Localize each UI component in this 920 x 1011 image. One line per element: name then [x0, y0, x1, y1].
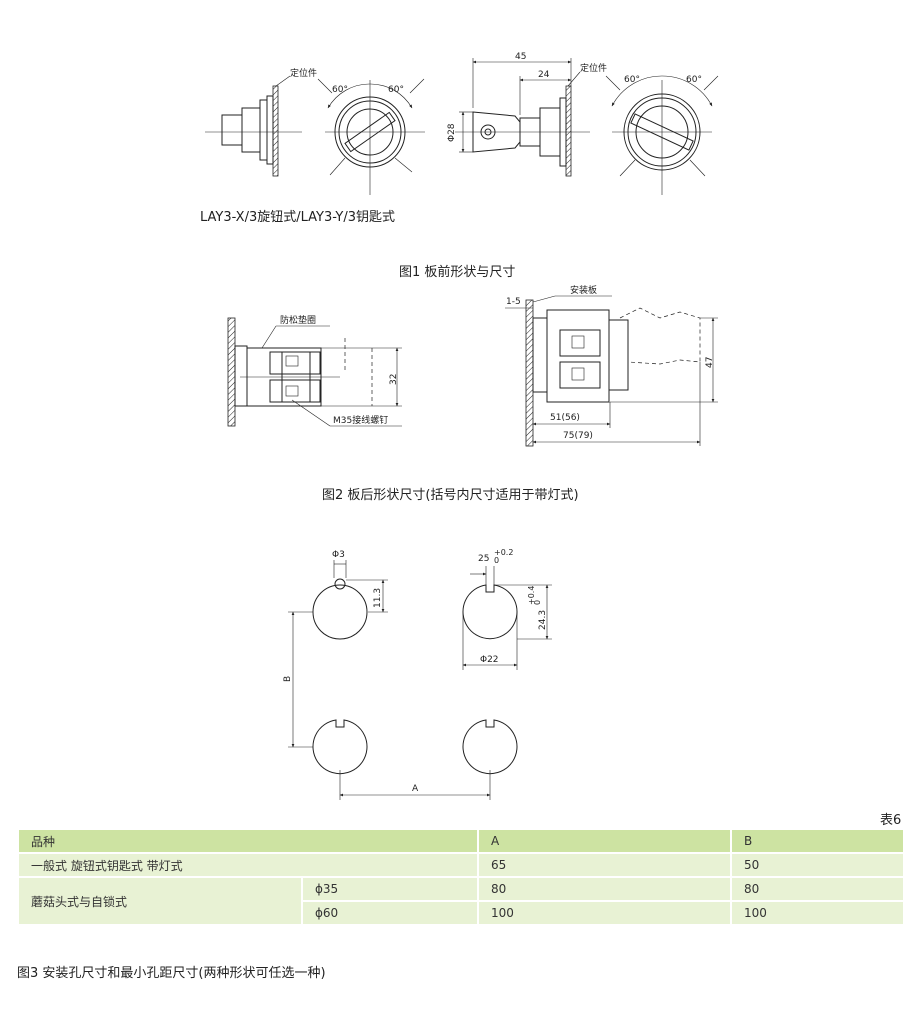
fig3-dim-a: A: [412, 784, 419, 794]
fig1-positioner-right-label: 定位件: [580, 62, 607, 74]
fig2-dim-1-5: 1-5: [506, 297, 521, 307]
fig2-mount-plate-label: 安装板: [570, 284, 597, 296]
fig2-rear-left-view: 32 防松垫圈 M35接线螺钉: [227, 314, 402, 427]
fig3-phi22: Φ22: [480, 655, 499, 665]
table-cell-sub: ϕ60: [301, 900, 479, 926]
fig3-tol-lower: 0: [494, 556, 499, 565]
table-cell-category: 蘑菇头式与自锁式: [17, 876, 303, 926]
fig3-tol-lower: 0: [533, 600, 542, 605]
fig3-dim-11-3: 11.3: [373, 588, 383, 608]
table-cell-b: 100: [730, 900, 905, 926]
fig1-caption: 图1 板前形状与尺寸: [399, 265, 516, 280]
fig2-dim-32: 32: [389, 374, 399, 385]
spacing-table: 品种 A B 一般式 旋钮式钥匙式 带灯式 65 50 蘑菇头式与自锁式 ϕ35…: [17, 828, 905, 926]
fig1-dim-45: 45: [515, 52, 526, 62]
fig2-dim-47: 47: [705, 357, 715, 368]
fig3-mounting-holes: Φ3 11.3 25 +0.2 0 24.3 +0.4 0 Φ22 B: [283, 548, 552, 800]
fig1-model-caption: LAY3-X/3旋钮式/LAY3-Y/3钥匙式: [200, 210, 395, 225]
table-row: 蘑菇头式与自锁式 ϕ35 80 80: [17, 876, 905, 926]
fig2-dim-51: 51(56): [550, 413, 580, 423]
table-cell-a: 100: [477, 900, 732, 926]
fig3-dim-25: 25: [478, 554, 489, 564]
table-header-cell: A: [477, 828, 732, 854]
fig1-phi28: Φ28: [447, 123, 457, 142]
table-row: 一般式 旋钮式钥匙式 带灯式 65 50: [17, 852, 905, 878]
table-cell-b: 50: [730, 852, 905, 878]
fig2-screw-label: M35接线螺钉: [333, 414, 388, 426]
fig3-dim-b: B: [283, 676, 293, 682]
fig3-caption: 图3 安装孔尺寸和最小孔距尺寸(两种形状可任选一种): [17, 966, 326, 981]
fig1-angle-label: 60°: [686, 75, 702, 85]
fig1-dim-24: 24: [538, 70, 550, 80]
table-label: 表6: [880, 813, 902, 828]
fig2-lock-washer-label: 防松垫圈: [280, 314, 316, 326]
table-cell-category: 一般式 旋钮式钥匙式 带灯式: [17, 852, 479, 878]
fig1-angle-label: 60°: [332, 85, 348, 95]
fig3-tol-upper: +0.2: [494, 548, 513, 557]
fig2-caption: 图2 板后形状尺寸(括号内尺寸适用于带灯式): [322, 488, 579, 503]
fig1-key-front-view: 60° 60°: [605, 75, 719, 195]
fig3-phi3: Φ3: [332, 550, 345, 560]
table-cell-a: 65: [477, 852, 732, 878]
fig3-dim-24-3: 24.3: [538, 610, 548, 630]
fig3-tol-upper: +0.4: [527, 586, 536, 605]
table-cell-b: 80: [730, 876, 905, 902]
table-cell-sub: ϕ35: [301, 876, 479, 902]
fig2-dim-75: 75(79): [563, 431, 593, 441]
fig2-rear-right-view: 1-5 安装板 47 51(56) 75(79): [505, 284, 718, 447]
table-header-cell: 品种: [17, 828, 479, 854]
table-row: ϕ60 100 100: [18, 900, 905, 926]
fig1-positioner-left-label: 定位件: [290, 67, 317, 79]
fig1-angle-label: 60°: [388, 85, 404, 95]
table-cell-a: 80: [477, 876, 732, 902]
fig1-left-side-view: 定位件: [205, 67, 317, 177]
fig1-angle-label: 60°: [624, 75, 640, 85]
fig1-knob-front-view: 60° 60°: [317, 78, 425, 195]
table-header-row: 品种 A B: [17, 828, 905, 854]
table-header-cell: B: [730, 828, 905, 854]
fig1-key-side-view: 45 24 定位件 Φ28: [447, 52, 607, 177]
